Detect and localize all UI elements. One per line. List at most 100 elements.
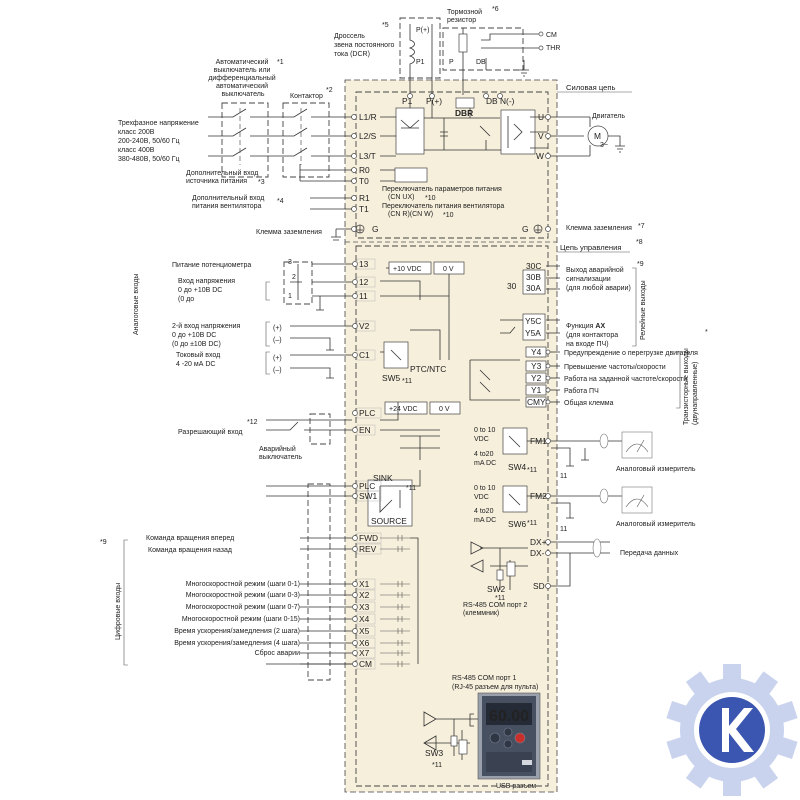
sw3-switch-icon[interactable]: [458, 739, 468, 755]
pot-num-2: 2: [292, 274, 296, 281]
terminal-12[interactable]: [352, 279, 358, 285]
v2-wires: [290, 325, 352, 351]
motor-wires: [551, 116, 591, 157]
motor-symbol: M: [594, 131, 601, 141]
sw2-switch-icon[interactable]: [506, 561, 516, 577]
terminal-y2[interactable]: [545, 375, 551, 381]
terminal-l3t[interactable]: [351, 153, 357, 159]
dcr-box: [399, 17, 441, 79]
digital-mark: *9: [100, 539, 107, 546]
power-internals: [380, 97, 548, 183]
label-y4: Y4: [531, 347, 542, 357]
analog-meter-1-icon: [621, 431, 653, 459]
enable-wires: [266, 402, 440, 460]
ax-label: Функция AX (для контактора на входе ПЧ): [566, 323, 620, 348]
digital-bracket: [123, 539, 128, 666]
label-dx-minus: DX-: [530, 548, 545, 558]
keypad-down-button[interactable]: [503, 739, 513, 749]
label-t1: T1: [359, 204, 369, 214]
terminal-x7[interactable]: [352, 650, 358, 656]
label-v: V: [538, 131, 544, 141]
terminal-r1[interactable]: [351, 195, 357, 201]
terminal-x2[interactable]: [352, 592, 358, 598]
terminal-y1[interactable]: [545, 387, 551, 393]
terminal-13[interactable]: [352, 261, 358, 267]
optocoupler-icon: [380, 628, 410, 634]
x-input-label-6: Время ускорения/замедления (4 шага): [174, 640, 300, 647]
terminal-n-minus[interactable]: [497, 93, 503, 99]
terminal-v2[interactable]: [352, 323, 358, 329]
terminal-fm1[interactable]: [545, 438, 551, 444]
meter-wires: [551, 440, 622, 518]
terminal-t0[interactable]: [351, 178, 357, 184]
keypad-up-button[interactable]: [503, 727, 513, 737]
keypad-screen: [486, 703, 532, 725]
brake-resistor-icon: [458, 33, 468, 53]
terminal-p1[interactable]: [407, 93, 413, 99]
analog-meter-2-icon: [621, 486, 653, 514]
terminal-box-12: [356, 276, 376, 288]
power-section-label: Силовая цепь: [566, 83, 615, 92]
sw6-switch-icon[interactable]: [502, 485, 528, 513]
terminal-sw1[interactable]: [352, 493, 358, 499]
terminal-sd[interactable]: [545, 583, 551, 589]
label-l2s: L2/S: [359, 131, 377, 141]
phase-line-3: [208, 147, 352, 157]
terminal-rev[interactable]: [352, 546, 358, 552]
terminal-c1[interactable]: [352, 352, 358, 358]
usb-port-icon[interactable]: [522, 760, 532, 765]
terminal-g-left[interactable]: [351, 226, 357, 232]
digital-common-bus: [410, 537, 419, 664]
terminal-x6[interactable]: [352, 640, 358, 646]
terminal-y4[interactable]: [545, 349, 551, 355]
terminal-l1r[interactable]: [351, 114, 357, 120]
terminal-fwd[interactable]: [352, 535, 358, 541]
rs485-2-wires: [480, 541, 610, 590]
x-input-label-5: Время ускорения/замедления (2 шага): [174, 628, 300, 635]
fm1-shield-icon: [599, 433, 609, 449]
terminal-en[interactable]: [352, 427, 358, 433]
label-x7: X7: [359, 648, 370, 658]
terminal-v[interactable]: [545, 133, 551, 139]
pot-num-3: 3: [288, 259, 292, 266]
terminal-plc[interactable]: [352, 410, 358, 416]
terminal-11[interactable]: [352, 293, 358, 299]
keypad-display: 60.00: [489, 708, 529, 725]
label-dbr: DBR: [455, 108, 473, 118]
terminal-w[interactable]: [545, 153, 551, 159]
terminal-x1[interactable]: [352, 581, 358, 587]
terminal-l2s[interactable]: [351, 133, 357, 139]
label-y1: Y1: [531, 385, 542, 395]
terminal-dx-minus[interactable]: [545, 550, 551, 556]
label-p1: P1: [402, 96, 413, 106]
terminal-x4[interactable]: [352, 616, 358, 622]
sw1-switch-box[interactable]: [367, 479, 413, 527]
c1-minus: (–): [273, 367, 282, 374]
terminal-x5[interactable]: [352, 628, 358, 634]
breaker-mark: *1: [277, 59, 284, 66]
terminal-cmy[interactable]: [545, 399, 551, 405]
motor-label: Двигатель: [592, 113, 625, 120]
terminal-p-plus[interactable]: [429, 93, 435, 99]
terminal-db[interactable]: [483, 93, 489, 99]
terminal-plc[interactable]: [352, 483, 358, 489]
terminal-cm[interactable]: [352, 661, 358, 667]
terminal-y3[interactable]: [545, 363, 551, 369]
terminal-g-right[interactable]: [545, 226, 551, 232]
terminal-fm2[interactable]: [545, 493, 551, 499]
terminal-t1[interactable]: [351, 206, 357, 212]
alarm-label: Выход аварийной сигнализации (для любой …: [566, 266, 631, 292]
relay-30b: 30B: [526, 272, 541, 282]
sw4-switch-icon[interactable]: [502, 427, 528, 455]
keypad-run-button[interactable]: [489, 732, 501, 744]
relay-30c: 30C: [526, 261, 541, 271]
terminal-u[interactable]: [545, 114, 551, 120]
terminal-x3[interactable]: [352, 604, 358, 610]
supply-24v: +24 VDC: [389, 406, 418, 413]
voltage-input-bracket: [265, 281, 270, 301]
rs485-1-wires: [423, 711, 478, 760]
terminal-r0[interactable]: [351, 167, 357, 173]
relay-y5-wires: [500, 319, 560, 334]
keypad-stop-button[interactable]: [514, 732, 526, 744]
terminal-dx-plus[interactable]: [545, 539, 551, 545]
